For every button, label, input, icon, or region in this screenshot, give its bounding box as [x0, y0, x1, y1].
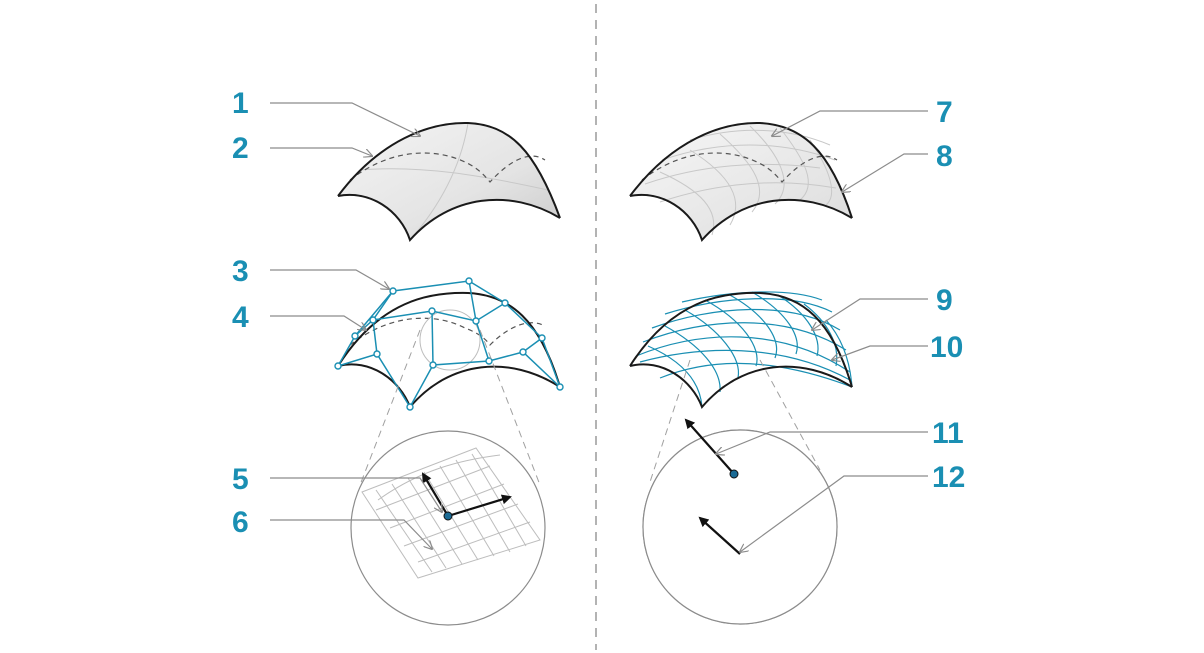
control-net-surface-left	[334, 277, 564, 411]
zoom-detail-left	[350, 430, 546, 626]
callout-6: 6	[232, 506, 249, 539]
callout-5: 5	[232, 463, 249, 496]
callout-10: 10	[930, 331, 963, 364]
callout-2: 2	[232, 132, 249, 165]
smooth-surface-top-left	[337, 121, 561, 242]
callout-7: 7	[936, 96, 953, 129]
zoom-detail-right	[642, 418, 838, 625]
isocurve-surface-top-right	[629, 121, 853, 242]
callout-numbers: 1 2 3 4 5 6 7 8 9 10 11 12	[232, 87, 965, 539]
callout-9: 9	[936, 284, 953, 317]
callout-8: 8	[936, 140, 953, 173]
callout-12: 12	[932, 461, 965, 494]
callout-4: 4	[232, 301, 249, 334]
callout-1: 1	[232, 87, 249, 120]
callout-11: 11	[932, 417, 964, 450]
callout-3: 3	[232, 255, 249, 288]
mesh-surface-right	[629, 291, 853, 409]
leader-lines	[270, 102, 928, 552]
